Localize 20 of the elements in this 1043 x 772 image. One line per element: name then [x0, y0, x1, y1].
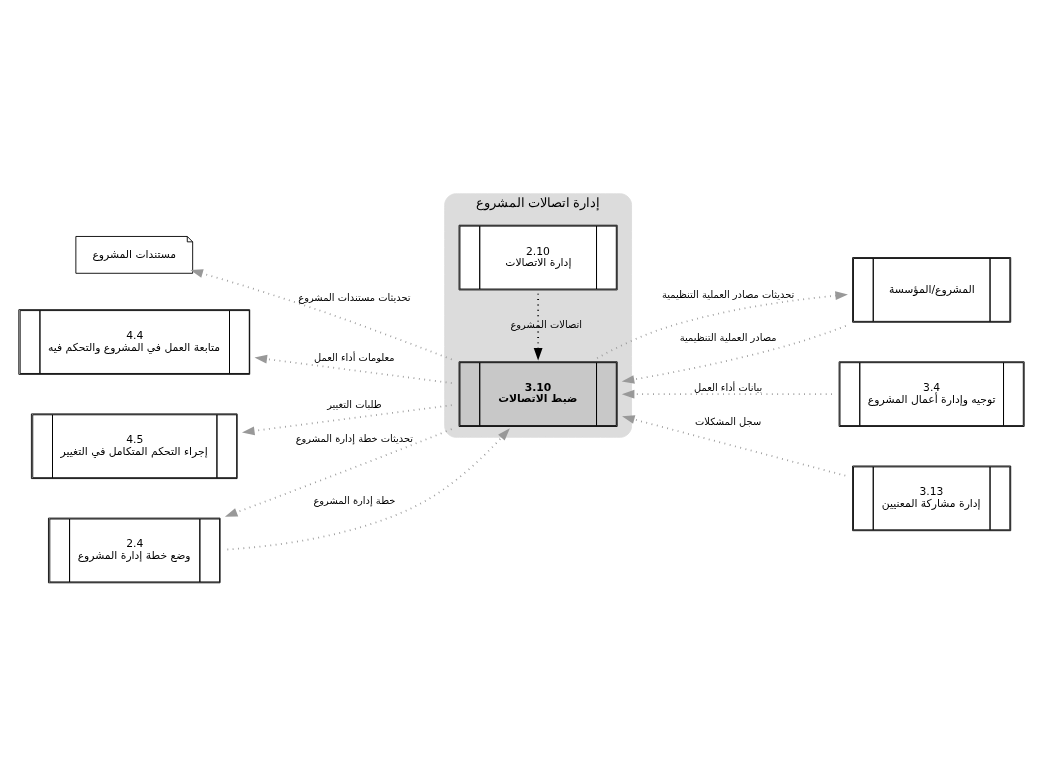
edge-label: طلبات التغيير	[327, 398, 382, 410]
arrow	[241, 403, 453, 435]
edge-label: معلومات أداء العمل	[314, 351, 395, 363]
edge-label: سجل المشكلات	[695, 415, 762, 427]
edge-label: اتصالات المشروع	[510, 318, 582, 330]
edge-label: خطة إدارة المشروع	[313, 494, 396, 506]
arrow	[224, 427, 453, 517]
edge-label: مصادر العملية التنظيمية	[679, 331, 777, 343]
arrow	[621, 389, 833, 399]
arrow	[622, 414, 847, 476]
edge-label: تحديثات خطة إدارة المشروع	[295, 432, 414, 444]
edge-label: تحديثات مصادر العملية التنظيمية	[661, 288, 795, 300]
arrow	[533, 292, 543, 361]
arrow	[596, 290, 848, 359]
arrow	[621, 324, 847, 384]
arrow	[254, 354, 453, 384]
edge-label: تحديثات مستندات المشروع	[298, 291, 411, 303]
arrow	[190, 268, 453, 360]
arrow	[226, 427, 510, 550]
edge-label: بيانات أداء العمل	[693, 381, 763, 393]
